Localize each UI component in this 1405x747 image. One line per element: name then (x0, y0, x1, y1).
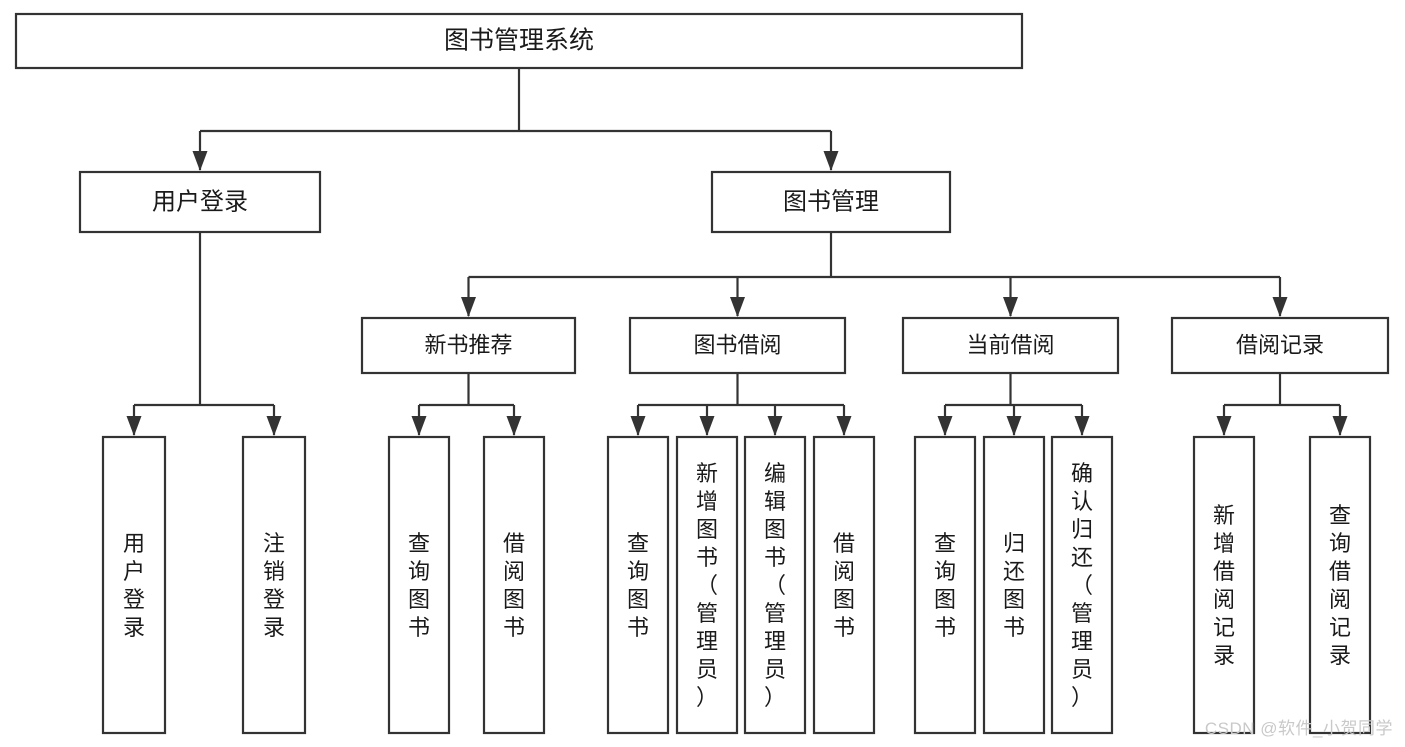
arrow-head-icon (1074, 416, 1090, 436)
arrow-head-icon (1272, 297, 1288, 317)
arrow-head-icon (1332, 416, 1348, 436)
node-leaf-add-book-label: 新增图书（管理员） (696, 461, 718, 710)
node-leaf-user-login-box[interactable] (101, 435, 167, 735)
node-leaf-add-borrow-record-box[interactable] (1192, 435, 1256, 735)
node-leaf-query-book-1-label: 查询图书 (408, 531, 430, 640)
arrow-head-icon (411, 416, 427, 436)
node-leaf-query-borrow-record[interactable]: 查询借阅记录 (1308, 435, 1372, 735)
arrow-head-icon (836, 416, 852, 436)
arrow-head-icon (266, 416, 282, 436)
node-leaf-confirm-return-label: 确认归还（管理员） (1071, 461, 1093, 710)
node-leaf-add-book-box[interactable] (675, 435, 739, 735)
arrow-head-icon (461, 297, 476, 317)
arrow-head-icon (126, 416, 142, 436)
node-book-management[interactable]: 图书管理 (710, 170, 952, 234)
node-leaf-borrow-book-1-label: 借阅图书 (503, 531, 525, 640)
root-node-book-management-system[interactable]: 图书管理系统 (14, 12, 1024, 70)
node-book-borrow-label: 图书借阅 (693, 332, 781, 357)
node-leaf-user-login[interactable]: 用户登录 (101, 435, 167, 735)
node-leaf-borrow-book-1-box[interactable] (482, 435, 546, 735)
arrow-head-icon (630, 416, 646, 436)
node-leaf-logout-label: 注销登录 (263, 531, 285, 640)
arrow-head-icon (1006, 416, 1022, 436)
arrow-head-icon (767, 416, 783, 436)
node-leaf-add-borrow-record-label: 新增借阅记录 (1213, 503, 1235, 668)
node-leaf-borrow-book-1[interactable]: 借阅图书 (482, 435, 546, 735)
arrow-head-icon (823, 151, 839, 171)
arrow-head-icon (730, 297, 745, 317)
node-leaf-borrow-book-2-box[interactable] (812, 435, 876, 735)
arrow-head-icon (1216, 416, 1232, 436)
node-new-book-recommend[interactable]: 新书推荐 (360, 316, 577, 375)
node-leaf-add-book[interactable]: 新增图书（管理员） (675, 435, 739, 735)
node-new-book-recommend-label: 新书推荐 (424, 332, 512, 357)
node-new-book-recommend-box[interactable] (360, 316, 577, 375)
node-leaf-edit-book[interactable]: 编辑图书（管理员） (743, 435, 807, 735)
node-borrow-record[interactable]: 借阅记录 (1170, 316, 1390, 375)
root-node-book-management-system-box[interactable] (14, 12, 1024, 70)
arrow-head-icon (937, 416, 953, 436)
node-user-login-box[interactable] (78, 170, 322, 234)
node-leaf-query-book-1[interactable]: 查询图书 (387, 435, 451, 735)
node-leaf-query-book-2[interactable]: 查询图书 (606, 435, 670, 735)
node-leaf-return-book-label: 归还图书 (1003, 531, 1025, 640)
node-leaf-query-book-3-label: 查询图书 (934, 531, 956, 640)
node-current-borrow-box[interactable] (901, 316, 1120, 375)
node-leaf-query-book-3-box[interactable] (913, 435, 977, 735)
node-leaf-logout-box[interactable] (241, 435, 307, 735)
arrow-head-icon (1003, 297, 1018, 317)
node-current-borrow[interactable]: 当前借阅 (901, 316, 1120, 375)
node-leaf-borrow-book-2[interactable]: 借阅图书 (812, 435, 876, 735)
node-leaf-logout[interactable]: 注销登录 (241, 435, 307, 735)
connector-layer (126, 68, 1348, 436)
node-layer: 图书管理系统用户登录图书管理新书推荐图书借阅当前借阅借阅记录用户登录注销登录查询… (14, 12, 1390, 735)
node-leaf-return-book[interactable]: 归还图书 (982, 435, 1046, 735)
node-leaf-query-book-2-box[interactable] (606, 435, 670, 735)
node-leaf-confirm-return-box[interactable] (1050, 435, 1114, 735)
node-leaf-query-borrow-record-label: 查询借阅记录 (1329, 503, 1351, 668)
node-borrow-record-box[interactable] (1170, 316, 1390, 375)
node-leaf-query-book-1-box[interactable] (387, 435, 451, 735)
node-leaf-query-borrow-record-box[interactable] (1308, 435, 1372, 735)
arrow-head-icon (699, 416, 715, 436)
watermark-text: CSDN @软件_小贺同学 (1204, 719, 1393, 738)
node-book-borrow[interactable]: 图书借阅 (628, 316, 847, 375)
node-leaf-edit-book-box[interactable] (743, 435, 807, 735)
node-leaf-query-book-3[interactable]: 查询图书 (913, 435, 977, 735)
node-leaf-user-login-label: 用户登录 (123, 531, 145, 640)
node-leaf-borrow-book-2-label: 借阅图书 (833, 531, 855, 640)
node-book-management-label: 图书管理 (783, 188, 879, 215)
arrow-head-icon (506, 416, 522, 436)
arrow-head-icon (192, 151, 208, 171)
node-leaf-add-borrow-record[interactable]: 新增借阅记录 (1192, 435, 1256, 735)
node-user-login-label: 用户登录 (152, 188, 248, 215)
root-node-book-management-system-label: 图书管理系统 (444, 27, 594, 55)
node-current-borrow-label: 当前借阅 (966, 332, 1054, 357)
node-borrow-record-label: 借阅记录 (1236, 332, 1324, 357)
node-book-borrow-box[interactable] (628, 316, 847, 375)
node-leaf-edit-book-label: 编辑图书（管理员） (764, 461, 786, 710)
node-leaf-confirm-return[interactable]: 确认归还（管理员） (1050, 435, 1114, 735)
node-leaf-query-book-2-label: 查询图书 (627, 531, 649, 640)
node-user-login[interactable]: 用户登录 (78, 170, 322, 234)
node-leaf-return-book-box[interactable] (982, 435, 1046, 735)
node-book-management-box[interactable] (710, 170, 952, 234)
